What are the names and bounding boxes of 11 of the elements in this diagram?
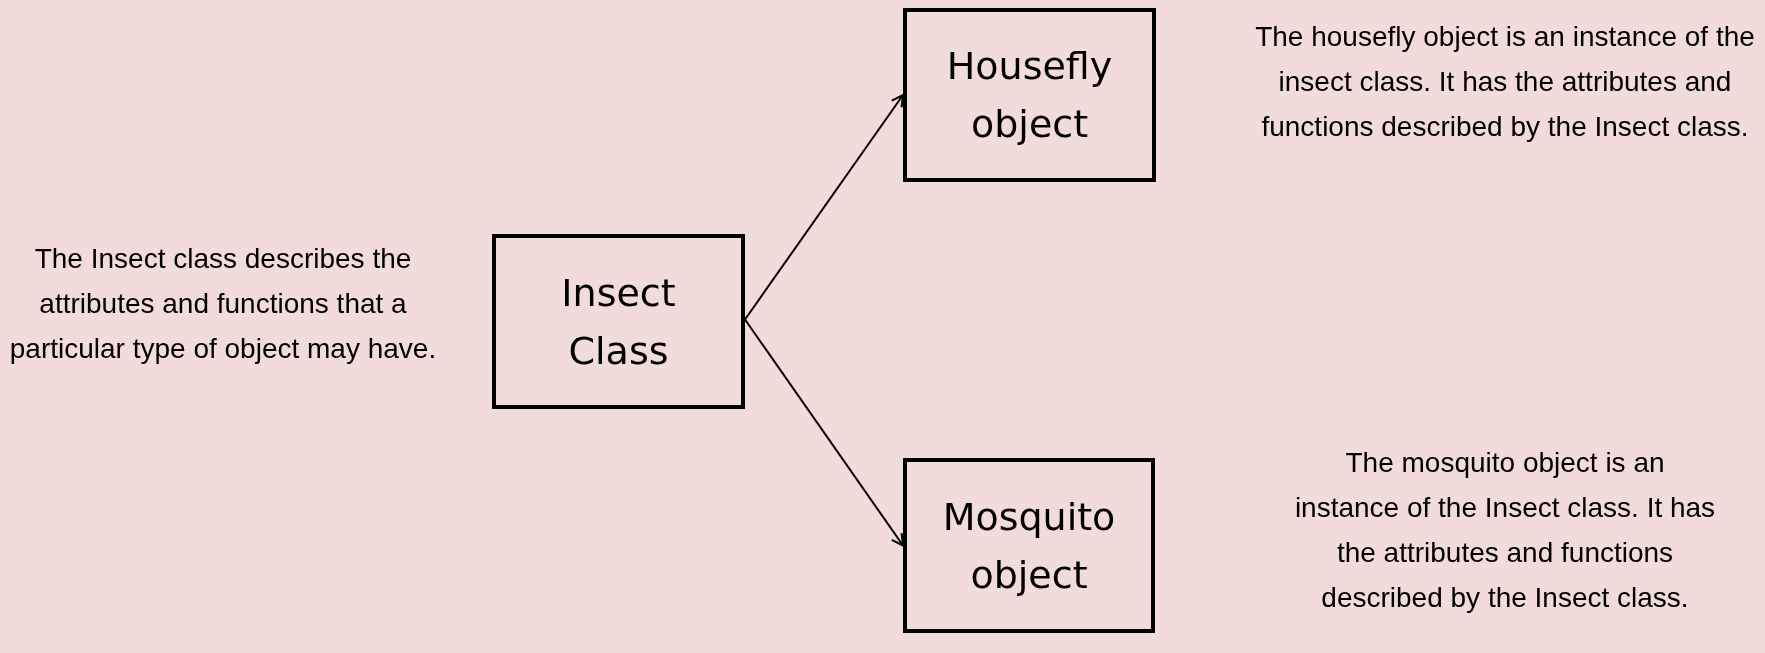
description-text: The mosquito object is an instance of the Insect class. It has the attributes and functions described by the Insect class. — [1293, 446, 1717, 615]
box-label: Housefly object — [945, 43, 1114, 148]
class-box — [492, 234, 745, 409]
arrow — [744, 94, 904, 321]
box-label: Mosquito object — [941, 493, 1117, 599]
description-text: The housefly object is an instance of the insect class. It has the attributes and functions described by the Insect class. — [1255, 20, 1755, 144]
class-box — [903, 8, 1156, 182]
description-text: The Insect class describes the attributes and functions that a particular type of object may have. — [8, 242, 438, 366]
box-label: Insect Class — [560, 269, 677, 375]
class-box — [903, 458, 1155, 633]
arrow — [744, 318, 904, 547]
